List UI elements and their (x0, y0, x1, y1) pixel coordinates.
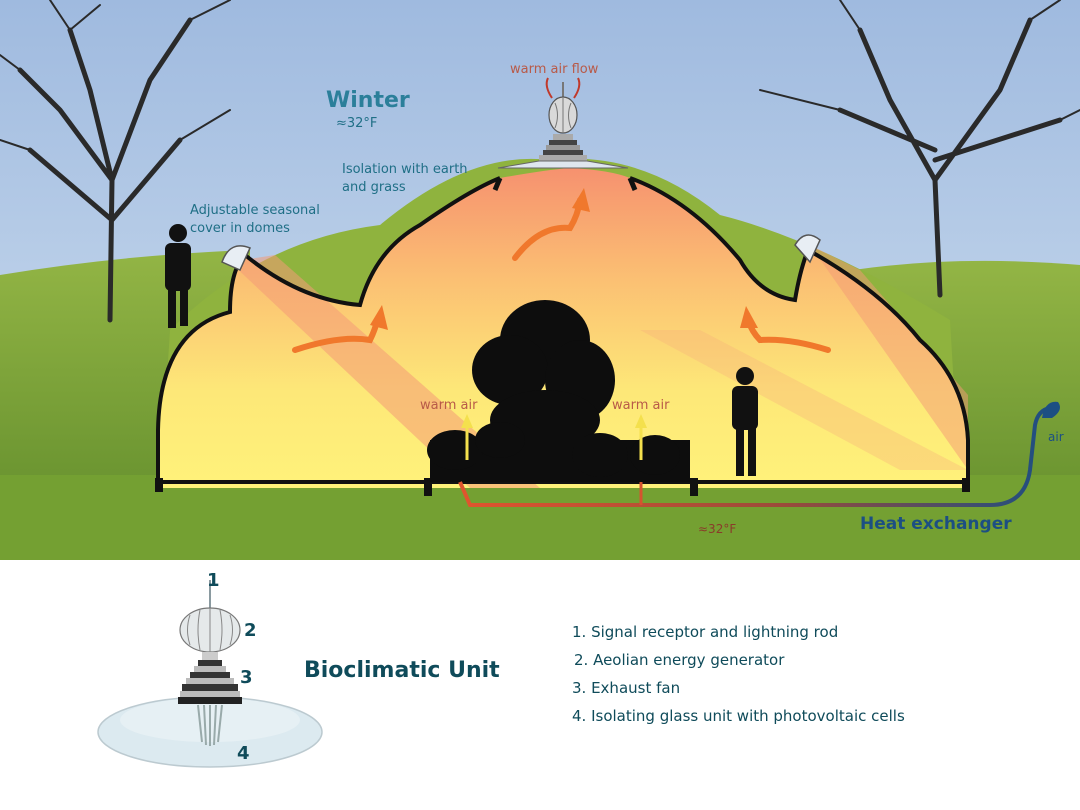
ground (0, 475, 1080, 560)
top-opening-left-lip (492, 177, 503, 191)
heat-exchanger-pipe (458, 406, 1051, 507)
earth-isolation-label-line2: and grass (342, 180, 406, 195)
bioclimatic-unit-top (497, 82, 629, 169)
earth-isolation-label-line1: Isolation with earth (342, 162, 468, 177)
legend-item-4: 4. Isolating glass unit with photovoltai… (572, 707, 905, 725)
outflow-arrow-left (545, 77, 553, 99)
legend-item-2: 2. Aeolian energy generator (574, 651, 785, 669)
seasonal-cover-right (794, 234, 821, 264)
bioclimatic-unit-illustration (97, 580, 323, 768)
callout-2: 2 (244, 620, 257, 641)
light-beam-left (230, 255, 540, 488)
top-opening-right-lip (627, 177, 638, 191)
floor-footing-mid-left (424, 478, 432, 496)
callout-3: 3 (240, 667, 253, 688)
air-label: air (1048, 430, 1064, 444)
legend-item-1: 1. Signal receptor and lightning rod (572, 623, 839, 641)
seasonal-cover-label-line2: cover in domes (190, 221, 290, 236)
light-beam-center (640, 330, 968, 470)
dome-outline (156, 176, 970, 488)
outflow-arrow-right (573, 77, 581, 99)
floor-footing-right (962, 478, 970, 492)
legend-panel: 1 2 3 4 Bioclimatic Unit 1. Signal recep… (0, 560, 1080, 810)
warm-air-flow-label: warm air flow (510, 62, 599, 77)
seasonal-cover-label-line1: Adjustable seasonal (190, 203, 320, 218)
air-intake-cap (1042, 401, 1060, 418)
season-label: Winter (326, 88, 410, 113)
seasonal-cover-left (221, 245, 252, 271)
legend-title: Bioclimatic Unit (304, 658, 500, 683)
callout-1: 1 (207, 570, 220, 591)
tree-left (0, 0, 231, 323)
legend-item-3: 3. Exhaust fan (572, 679, 681, 697)
outside-temp-label: ≈32°F (336, 116, 378, 131)
heat-exchanger-label: Heat exchanger (860, 514, 1012, 534)
winter-scene: Winter ≈32°F warm air flow Isolation wit… (0, 0, 1080, 560)
dome-cross-section (0, 0, 1080, 560)
light-beam-right (810, 245, 968, 470)
person-outside (165, 224, 191, 328)
floor-footing-left (155, 478, 163, 492)
warm-air-label-left: warm air (420, 398, 478, 413)
warm-air-label-right: warm air (612, 398, 670, 413)
person-inside (732, 367, 758, 476)
ground-temp-label: ≈32°F (698, 522, 737, 536)
callout-4: 4 (237, 743, 250, 764)
floor-footing-mid-right (690, 478, 698, 496)
tree-right (759, 0, 1080, 298)
